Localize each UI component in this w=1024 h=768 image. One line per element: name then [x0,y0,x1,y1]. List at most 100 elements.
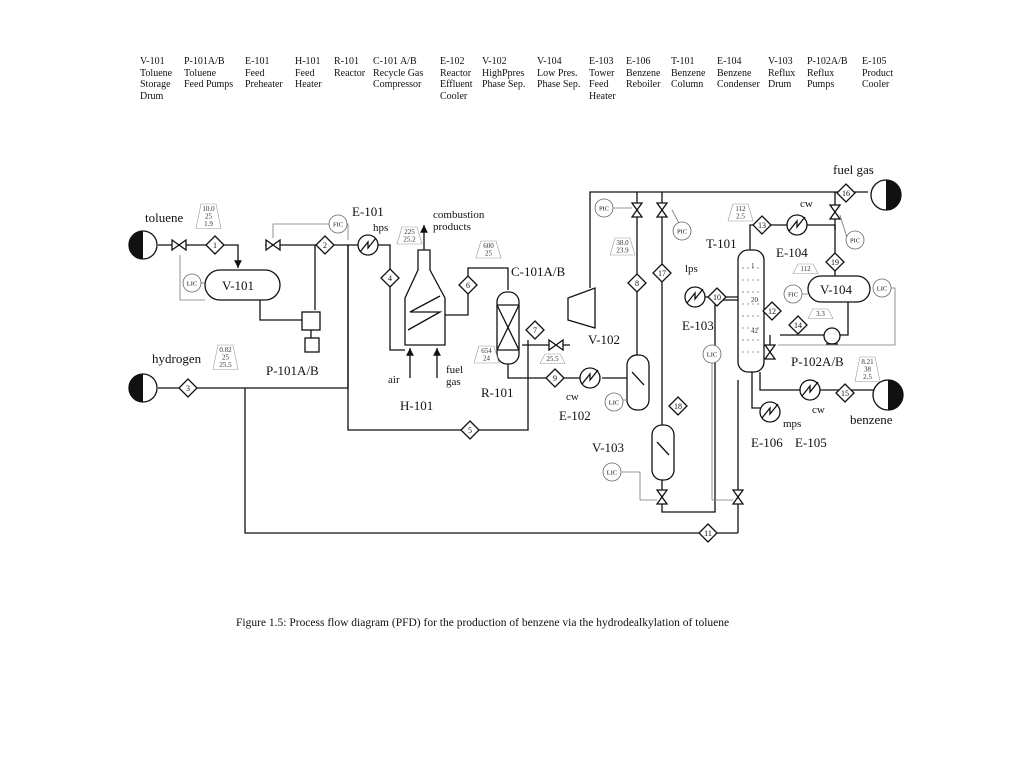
pic-controller: PIC [594,198,614,218]
controller-tag: FIC [788,292,798,299]
stream-number: 15 [841,389,849,398]
pic-controller: PIC [672,221,692,241]
stream-number: 4 [388,274,392,283]
stream-number: 12 [768,307,776,316]
hydrogen-label: hydrogen [152,351,202,366]
stream-5: 5 [460,420,480,440]
stream-number: 11 [704,529,712,538]
controller-tag: LIC [187,281,197,288]
condition-flag: 38.023.9 [609,237,636,256]
e102-label: E-102 [559,408,591,423]
v103-label: V-103 [592,440,624,455]
stream-14: 14 [788,315,808,335]
flag-value: 25 [205,213,213,221]
v101-drum [204,269,281,301]
legend-entry: V-104 Low Pres. Phase Sep. [537,56,581,90]
stream-number: 18 [674,402,682,411]
stream-10: 10 [707,287,727,307]
p101-pump [301,311,321,331]
lic-controller: LIC [604,392,624,412]
pic-controller: PIC [845,230,865,250]
lps-label: lps [685,263,698,275]
condition-flag: 3.3 [807,308,834,319]
condition-flag: 112 [792,263,819,274]
flag-value: 0.82 [219,346,232,354]
stream-3: 3 [178,378,198,398]
stream-number: 14 [794,321,802,330]
controller-tag: PIC [850,238,860,245]
stream-number: 13 [758,221,766,230]
r101-label: R-101 [481,385,514,400]
toluene-label: toluene [145,210,183,225]
flag-value: 112 [735,205,746,213]
flag-value: 225 [404,228,415,236]
e104-label: E-104 [776,245,808,260]
stream-number: 2 [323,241,327,250]
e105-exchanger [799,379,821,401]
condition-flag: 25.5 [539,353,566,364]
equipment [128,179,904,481]
legend-entry: E-101 Feed Preheater [245,56,283,90]
e106-label: E-106 [751,435,783,450]
legend-entry: P-101A/B Toluene Feed Pumps [184,56,234,90]
c101-compressor [567,287,596,329]
flag-value: 1.9 [204,220,213,228]
cooling-water-label: cw [800,198,813,210]
stream-13: 13 [752,215,772,235]
v103-vessel [651,424,675,481]
v104-label: V-104 [820,282,853,297]
tray-number: 20 [751,296,759,304]
flag-value: 23.9 [616,247,629,255]
t101-label: T-101 [706,236,737,251]
stream-number: 5 [468,426,472,435]
cooling-water-label: cw [812,404,825,416]
flag-value: 24 [483,355,491,363]
fuel-gas-boundary [870,179,902,211]
stream-19: 19 [825,252,845,272]
stream-8: 8 [627,273,647,293]
legend-entry: C-101 A/B Recycle Gas Compressor [373,56,424,90]
legend-entry: V-102 HighPpres Phase Sep. [482,56,526,90]
legend-entry: E-103 Tower Feed Heater [589,56,616,102]
v104-drum [807,275,871,303]
legend-entry: P-102A/B Reflux Pumps [807,56,848,90]
e104-exchanger [786,214,808,236]
p102-pump [823,327,841,345]
control-valves [171,202,842,505]
stream-18: 18 [668,396,688,416]
r101-reactor [496,291,520,365]
controller-tag: LIC [707,352,717,359]
h101-heater [404,225,446,378]
legend-entry: R-101 Reactor [334,56,366,79]
flag-value: 10.0 [202,205,215,213]
lic-controller: LIC [702,344,722,364]
v102-label: V-102 [588,332,620,347]
controller-tag: FIC [333,222,343,229]
lic-controller: LIC [182,273,202,293]
e102-exchanger [579,367,601,389]
flag-value: 25.5 [219,361,232,369]
stream-17: 17 [652,263,672,283]
e103-label: E-103 [682,318,714,333]
stream-number: 17 [658,269,666,278]
p101-label: P-101A/B [266,363,319,378]
controller-tag: PIC [599,206,609,213]
flag-value: 654 [481,347,492,355]
fic-controller: FIC [783,284,803,304]
air-label: air [388,374,400,386]
controller-tag: LIC [609,400,619,407]
hps-label: hps [373,222,388,234]
flag-value: 25.2 [403,236,416,244]
stream-number: 10 [713,293,721,302]
controller-tag: PIC [677,229,687,236]
h101-label: H-101 [400,398,433,413]
legend-entry: H-101 Feed Heater [295,56,322,90]
flag-value: 25 [222,354,230,362]
flag-value: 2.5 [863,373,872,381]
flag-value: 2.5 [736,213,745,221]
hydrogen-feed-boundary [128,373,158,403]
